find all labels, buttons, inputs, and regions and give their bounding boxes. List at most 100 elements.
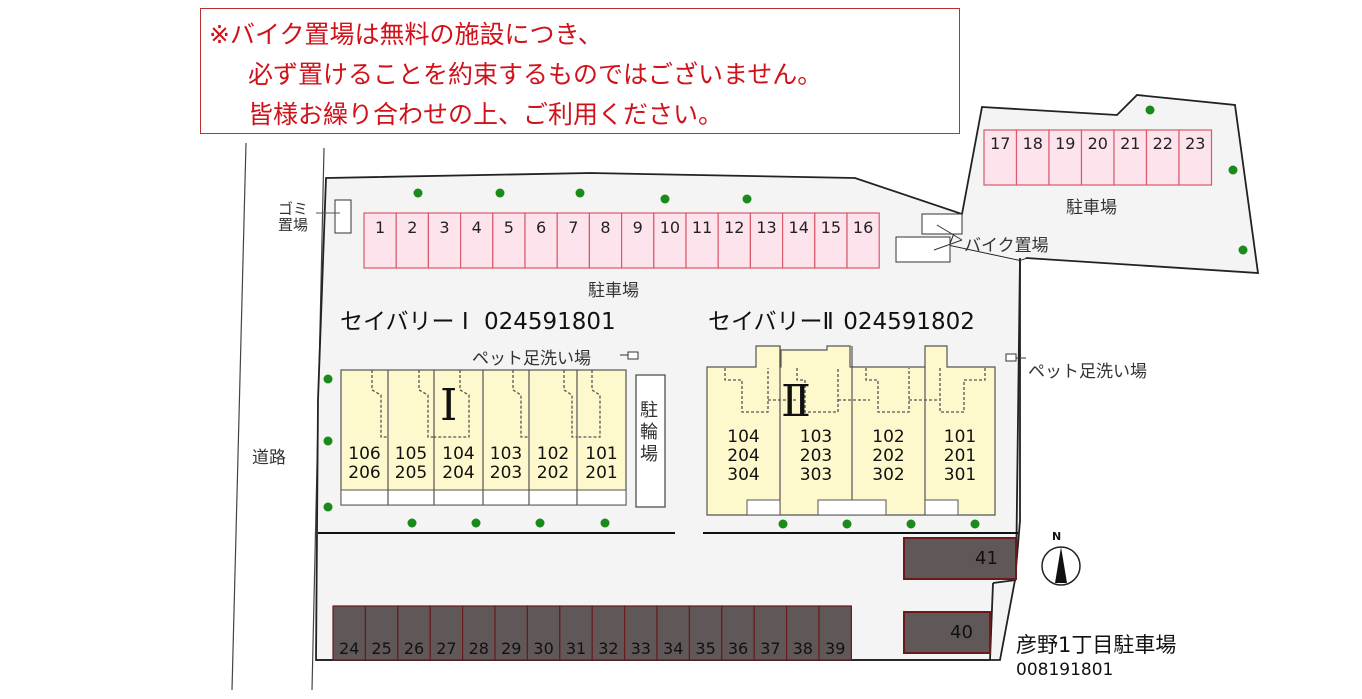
parking-space — [397, 605, 431, 661]
unit-number: 201 — [585, 463, 618, 483]
bicycle-parking-label: 駐 輪 場 — [640, 400, 658, 466]
building-1-title: セイバリー Ⅰ 024591801 — [340, 302, 616, 336]
parking-space-40 — [903, 611, 991, 654]
parking-space — [685, 212, 719, 269]
parking-space-number: 38 — [793, 639, 813, 658]
unit-number: 204 — [727, 446, 760, 466]
parking-space-number: 7 — [568, 218, 578, 237]
parking-space-number: 11 — [692, 218, 712, 237]
external-lot-name: 彦野1丁目駐車場 — [1016, 633, 1177, 657]
bike-parking-label: バイク置場 — [964, 236, 1049, 256]
parking-space — [1015, 129, 1050, 186]
parking-space — [395, 212, 430, 269]
bike-parking-box — [921, 213, 963, 235]
bicycle-label-char: 駐 — [640, 400, 658, 421]
parking-space-number: 1 — [375, 218, 385, 237]
building-2-name: セイバリーⅡ — [708, 309, 834, 335]
bike-parking-notice: ※バイク置場は無料の施設につき、 必ず置けることを約束するものではございません。… — [200, 8, 960, 134]
building-2-title: セイバリーⅡ 024591802 — [708, 302, 975, 336]
pet-wash-label-1: ペット足洗い場 — [472, 349, 591, 369]
parking-space — [1178, 129, 1213, 186]
parking-space-number: 22 — [1153, 134, 1173, 153]
unit-number: 101 — [585, 444, 618, 464]
parking-label-north: 駐車場 — [588, 281, 639, 301]
parking-space — [460, 212, 494, 269]
unit-number: 102 — [536, 444, 570, 464]
trees — [323, 105, 1248, 529]
parking-space-number: 8 — [600, 218, 610, 237]
unit-number: 106 — [348, 444, 381, 464]
unit-number: 206 — [348, 463, 381, 483]
unit-number: 102 — [872, 427, 905, 447]
parking-space — [781, 212, 816, 269]
building-1-name: セイバリー Ⅰ — [340, 309, 469, 335]
bicycle-label-char: 輪 — [640, 422, 658, 443]
unit-number: 303 — [799, 465, 833, 485]
parking-space-number: 4 — [472, 218, 482, 237]
unit-number: 202 — [872, 446, 905, 466]
parking-space-number: 10 — [660, 218, 680, 237]
unit-number: 302 — [872, 465, 905, 485]
north-compass-icon — [1041, 546, 1081, 586]
bike-parking-box — [895, 236, 951, 263]
parking-space-number: 26 — [404, 639, 424, 658]
parking-space-number: 30 — [533, 639, 553, 658]
unit-number: 204 — [442, 463, 475, 483]
parking-space — [814, 212, 848, 269]
parking-space — [749, 212, 784, 269]
parking-space-number: 19 — [1055, 134, 1075, 153]
building-seibary-2 — [706, 345, 996, 516]
unit-number: 304 — [727, 465, 760, 485]
unit-number: 201 — [943, 446, 977, 466]
parking-space — [717, 212, 752, 269]
parking-space-number: 32 — [598, 639, 618, 658]
parking-space-number: 3 — [439, 218, 449, 237]
site-boundary — [315, 172, 1021, 661]
parking-space — [818, 605, 853, 661]
parking-space-number: 12 — [724, 218, 744, 237]
parking-space — [363, 212, 397, 269]
building-1-code: 024591801 — [483, 309, 616, 335]
notice-line-1: ※バイク置場は無料の施設につき、 — [209, 20, 603, 49]
parking-space — [656, 605, 691, 661]
parking-space-number: 27 — [436, 639, 456, 658]
unit-number: 205 — [394, 463, 428, 483]
parking-space — [462, 605, 496, 661]
parking-space-number: 5 — [504, 218, 514, 237]
building-2-roman: Ⅱ — [781, 376, 811, 427]
parking-space — [588, 212, 623, 269]
parking-space-number: 13 — [756, 218, 776, 237]
parking-space-number: 36 — [728, 639, 748, 658]
parking-space — [623, 605, 658, 661]
bicycle-parking — [635, 374, 666, 508]
parking-space-number: 14 — [789, 218, 809, 237]
notice-line-2: 必ず置けることを約束するものではございません。 — [248, 60, 823, 89]
parking-space-number: 2 — [407, 218, 417, 237]
unit-number: 202 — [536, 463, 570, 483]
external-lot-code: 008191801 — [1016, 660, 1114, 680]
unit-number: 301 — [943, 465, 977, 485]
parking-space — [846, 212, 880, 269]
garbage-label: ゴミ 置場 — [278, 201, 308, 233]
pet-wash-box — [627, 351, 639, 360]
unit-number: 104 — [727, 427, 760, 447]
parking-space — [620, 212, 655, 269]
unit-number: 101 — [943, 427, 977, 447]
road-label: 道路 — [252, 448, 286, 468]
parking-space-41-label: 41 — [975, 548, 998, 569]
parking-space-number: 28 — [469, 639, 489, 658]
unit-number: 203 — [489, 463, 523, 483]
garbage-label-line: ゴミ — [278, 200, 309, 218]
parking-space — [492, 212, 526, 269]
